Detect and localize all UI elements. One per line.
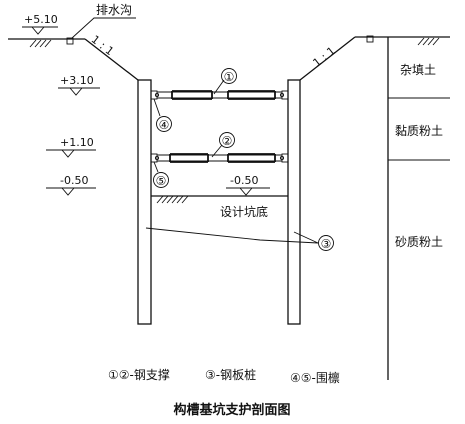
strut-2-jacket-left xyxy=(169,153,209,163)
marker-3: ③ xyxy=(321,237,332,251)
drain-right xyxy=(366,35,374,43)
leader-marker-5 xyxy=(153,161,159,173)
ground-hatch-left xyxy=(29,39,52,48)
purlin-left-1 xyxy=(150,90,158,100)
slope-left xyxy=(84,38,139,81)
soil-layer-2: 黏质粉土 xyxy=(395,124,443,138)
marker-2-circle xyxy=(219,132,235,148)
strut-1-node-right xyxy=(279,92,285,98)
leader-marker-4 xyxy=(153,98,161,117)
strut-1-node-left xyxy=(154,92,160,98)
drain-leader xyxy=(71,17,136,39)
elevation-top-triangle xyxy=(31,26,45,35)
drain-left xyxy=(66,37,74,45)
strut-2-node-left xyxy=(154,155,160,161)
elevation-level-1-triangle xyxy=(69,87,83,96)
pit-bottom-hatch xyxy=(156,195,189,204)
marker-4: ④ xyxy=(159,118,170,132)
drain-label: 排水沟 xyxy=(96,3,132,17)
elevation-level-1: +3.10 xyxy=(60,74,94,87)
soil-layer-3: 砂质粉土 xyxy=(395,235,443,249)
marker-1: ① xyxy=(224,70,235,84)
purlin-right-2 xyxy=(281,153,289,163)
ground-hatch-right xyxy=(417,37,440,46)
soil-layer-1: 杂填土 xyxy=(400,63,436,77)
marker-5: ⑤ xyxy=(156,174,167,188)
marker-4-circle xyxy=(156,116,172,132)
legend-strut: ①②-钢支撑 xyxy=(108,367,170,382)
elevation-pit-bottom-triangle xyxy=(239,187,253,196)
elevation-level-2: +1.10 xyxy=(60,136,94,149)
slope-ratio-right: 1 : 1 xyxy=(310,44,337,69)
strut-1-jacket-left xyxy=(171,90,213,100)
pit-bottom-label: 设计坑底 xyxy=(220,204,268,219)
leader-marker-2 xyxy=(211,144,223,158)
sheet-pile-right xyxy=(287,79,301,325)
marker-2: ② xyxy=(222,134,233,148)
elevation-level-2-triangle xyxy=(61,149,75,158)
legend-pile: ③-钢板桩 xyxy=(205,367,256,382)
sheet-pile-left xyxy=(137,79,152,325)
elevation-pit-bottom: -0.50 xyxy=(230,174,258,187)
elevation-level-3-triangle xyxy=(61,187,75,196)
strut-2-jacket-right xyxy=(227,153,276,163)
elevation-level-3: -0.50 xyxy=(60,174,88,187)
slope-right xyxy=(299,36,356,81)
marker-5-circle xyxy=(153,172,169,188)
purlin-right-1 xyxy=(281,90,289,100)
figure-caption: 构槽基坑支护剖面图 xyxy=(173,402,290,418)
purlin-left-2 xyxy=(150,153,158,163)
leader-marker-3 xyxy=(145,227,319,244)
strut-2-node-right xyxy=(279,155,285,161)
marker-1-circle xyxy=(221,68,237,84)
legend-purlin: ④⑤-围檩 xyxy=(290,370,340,385)
strut-1-jacket-right xyxy=(227,90,276,100)
marker-3-circle xyxy=(318,235,334,251)
slope-ratio-left: 1 : 1 xyxy=(89,33,116,58)
elevation-top: +5.10 xyxy=(24,13,58,26)
leader-marker-1 xyxy=(213,79,225,95)
